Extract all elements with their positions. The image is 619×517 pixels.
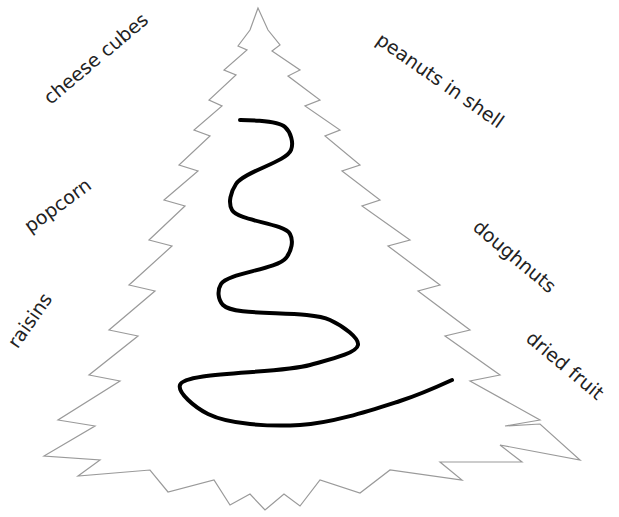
item-label: popcorn <box>21 174 96 236</box>
item-label: peanuts in shell <box>372 28 507 131</box>
item-label: dried fruit <box>522 327 608 404</box>
item-label: cheese cubes <box>40 8 153 107</box>
tree-outline <box>44 8 580 510</box>
item-label: doughnuts <box>469 215 560 296</box>
item-label: raisins <box>4 289 57 352</box>
garland-line <box>180 120 452 426</box>
